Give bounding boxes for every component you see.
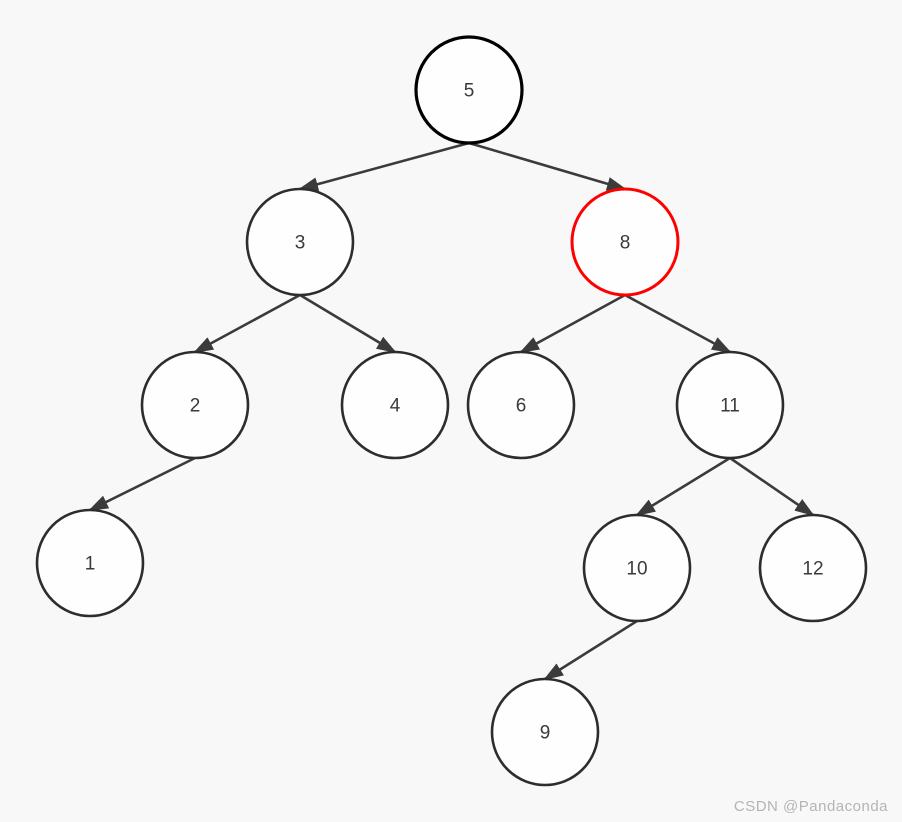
tree-node-5: 5 (414, 35, 524, 145)
tree-edge-8-6 (519, 293, 626, 354)
tree-node-label: 6 (516, 396, 527, 417)
tree-node-circle-normal (245, 187, 355, 297)
tree-node-label: 5 (464, 81, 475, 102)
tree-node-4: 4 (340, 350, 450, 460)
tree-node-circle-normal (758, 513, 868, 623)
tree-node-circle-normal (140, 350, 250, 460)
tree-node-circle-normal (582, 513, 692, 623)
tree-node-12: 12 (758, 513, 868, 623)
tree-edge-5-3 (298, 141, 470, 192)
tree-node-label: 9 (540, 723, 551, 744)
tree-node-circle-normal (340, 350, 450, 460)
tree-node-circle-highlight (570, 187, 680, 297)
tree-edge-11-12 (729, 456, 815, 517)
tree-node-circle-normal (490, 677, 600, 787)
tree-node-9: 9 (490, 677, 600, 787)
tree-edge-3-2 (193, 293, 301, 354)
tree-node-3: 3 (245, 187, 355, 297)
tree-node-label: 11 (720, 396, 740, 417)
tree-node-2: 2 (140, 350, 250, 460)
tree-node-label: 12 (802, 559, 823, 580)
tree-node-8: 8 (570, 187, 680, 297)
tree-node-11: 11 (675, 350, 785, 460)
tree-node-circle-root (414, 35, 524, 145)
tree-edge-8-11 (624, 293, 732, 354)
edge-layer (88, 141, 815, 681)
tree-node-10: 10 (582, 513, 692, 623)
tree-edge-2-1 (88, 456, 196, 512)
tree-edge-5-8 (468, 141, 627, 191)
tree-node-circle-normal (675, 350, 785, 460)
watermark: CSDN @Pandaconda (733, 798, 888, 815)
tree-node-1: 1 (35, 508, 145, 618)
tree-edge-3-4 (299, 293, 397, 354)
tree-edge-11-10 (635, 456, 731, 517)
tree-node-label: 2 (190, 396, 201, 417)
tree-node-circle-normal (35, 508, 145, 618)
tree-node-label: 8 (620, 233, 631, 254)
tree-node-circle-normal (466, 350, 576, 460)
tree-edge-10-9 (543, 619, 638, 681)
tree-node-label: 3 (295, 233, 306, 254)
tree-node-label: 1 (85, 554, 96, 575)
tree-node-label: 10 (626, 559, 647, 580)
tree-node-label: 4 (390, 396, 401, 417)
tree-node-6: 6 (466, 350, 576, 460)
